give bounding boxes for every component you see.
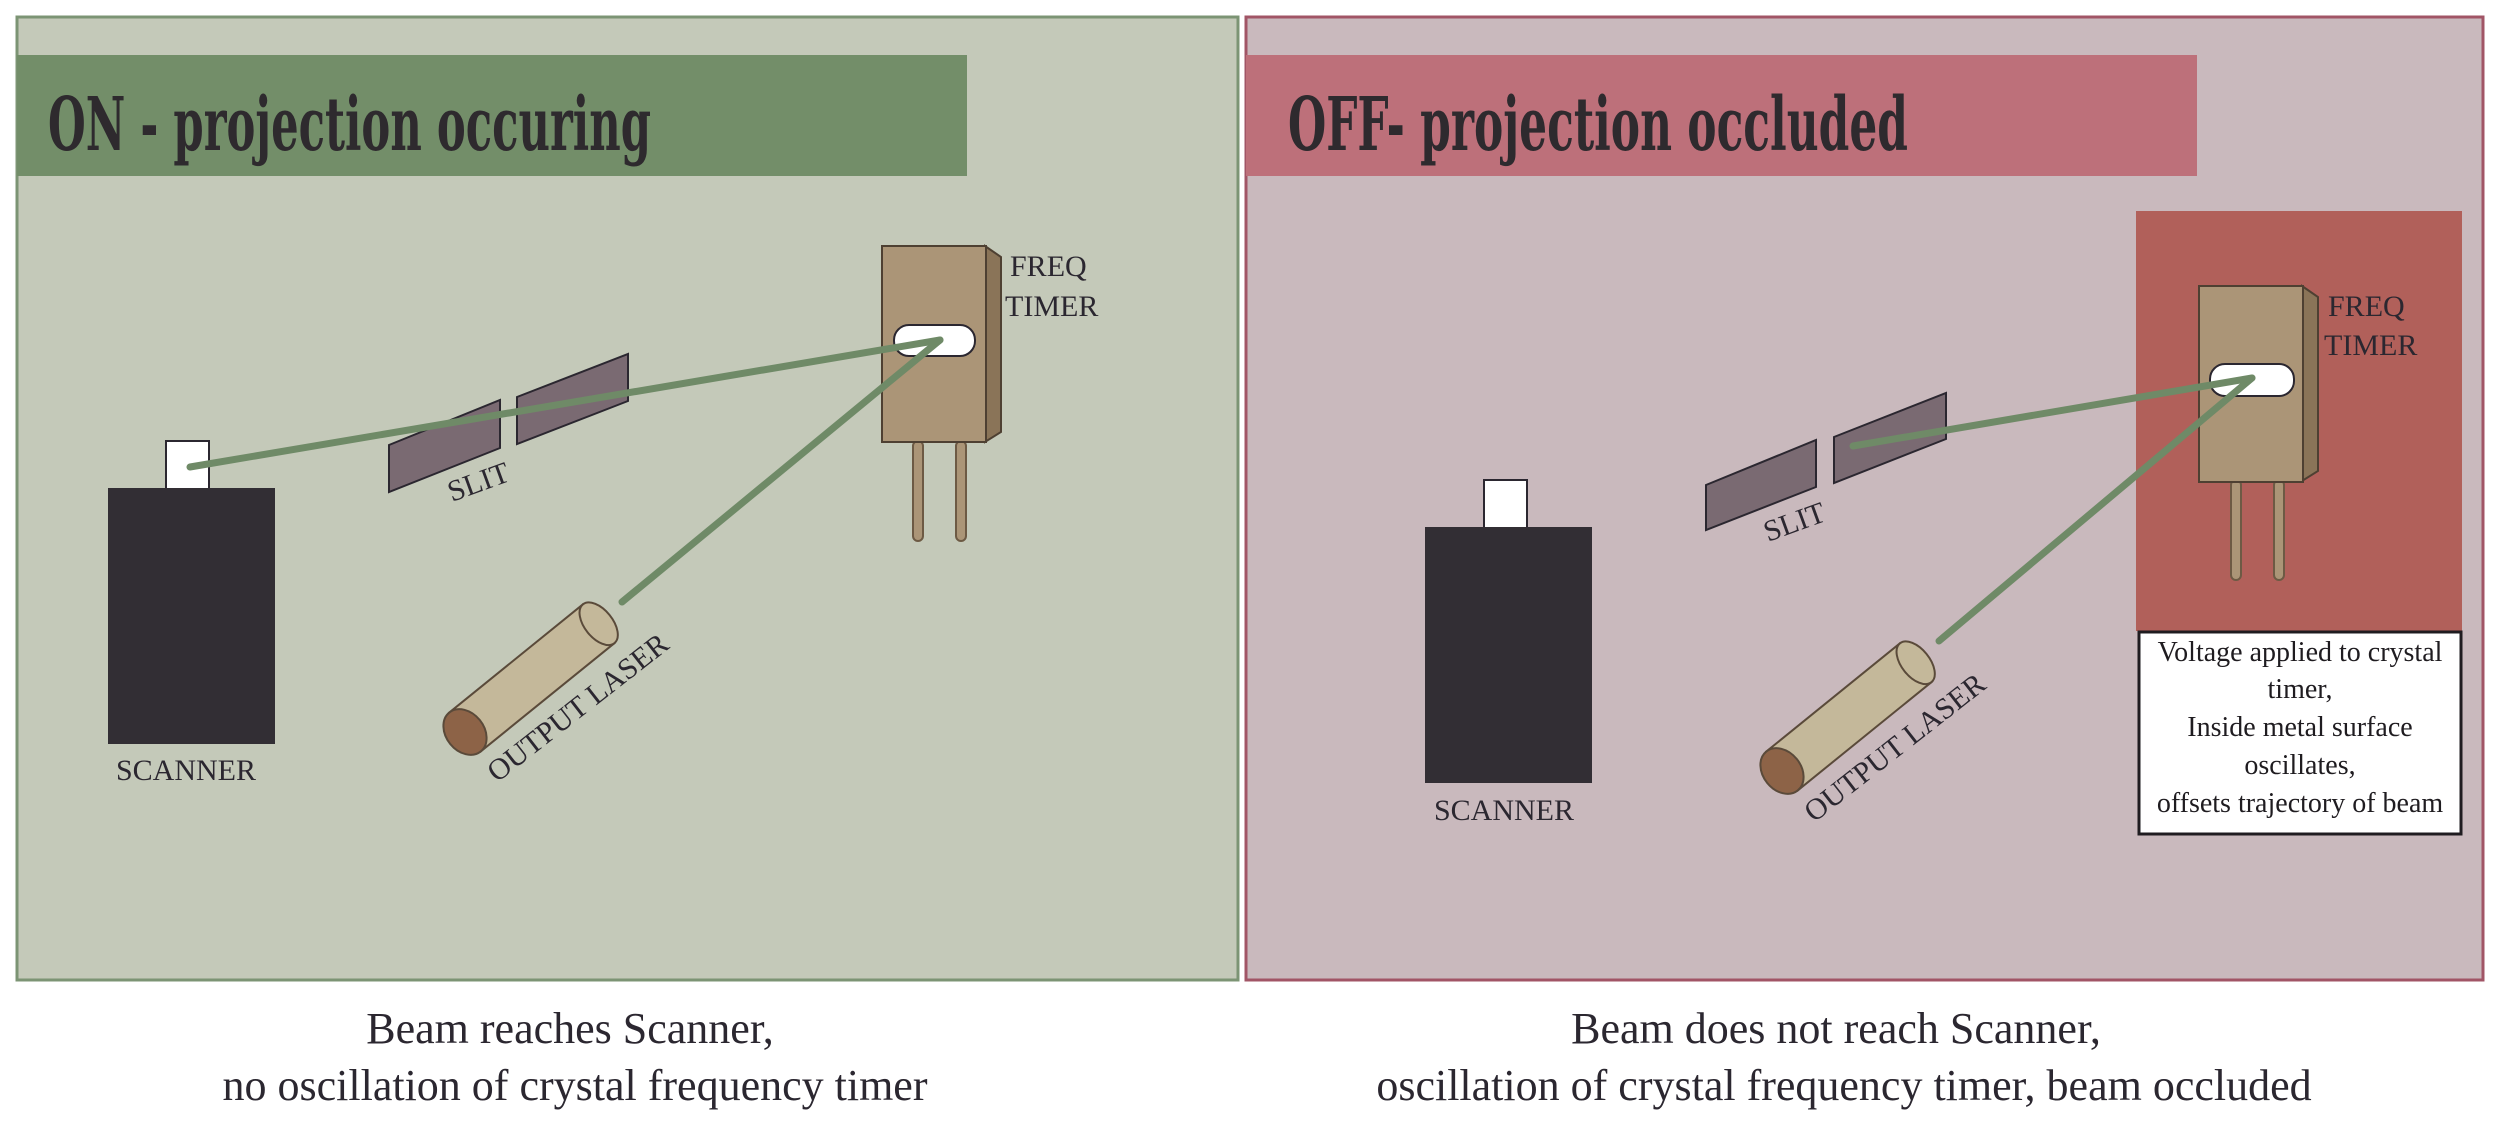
slit-plate-left xyxy=(388,398,501,494)
timer-label-freq: FREQ xyxy=(2328,290,2405,323)
beam-timer-deflected xyxy=(1849,374,2256,450)
slit-plate-left xyxy=(1705,438,1817,532)
voltage-note-line-5: offsets trajectory of beam xyxy=(2157,788,2444,819)
scanner-sensor xyxy=(1483,479,1528,529)
panel-off: OFF- projection occluded SCANNER SLIT FR… xyxy=(1244,15,2485,982)
timer-leg-left xyxy=(2230,479,2242,581)
panel-off-title: OFF- projection occluded xyxy=(1288,82,1908,168)
voltage-note-line-1: Voltage applied to crystal xyxy=(2158,637,2443,668)
voltage-note-line-2: timer, xyxy=(2268,674,2333,705)
caption-on-line-1: Beam reaches Scanner, xyxy=(366,1004,773,1053)
timer-label-freq: FREQ xyxy=(1010,250,1087,283)
scanner-body xyxy=(108,488,275,744)
caption-off-line-2: oscillation of crystal frequency timer, … xyxy=(1376,1061,2311,1110)
beam-laser-to-timer xyxy=(618,336,944,606)
panel-on-header xyxy=(17,55,967,176)
scanner-body xyxy=(1425,527,1592,783)
panel-on-title: ON - projection occuring xyxy=(48,82,651,168)
output-laser xyxy=(1759,640,1936,795)
timer-leg-right xyxy=(955,440,967,542)
voltage-note-line-4: oscillates, xyxy=(2244,750,2355,781)
timer-leg-right xyxy=(2273,479,2285,581)
timer-label-timer: TIMER xyxy=(1005,290,1098,323)
output-laser xyxy=(442,601,619,756)
beam-laser-to-timer xyxy=(1935,374,2256,645)
timer-side xyxy=(984,244,1002,444)
timer-side xyxy=(2301,284,2319,483)
panel-on: ON - projection occuring SCANNER SLIT FR… xyxy=(15,15,1240,982)
scanner-label: SCANNER xyxy=(1434,794,1574,827)
caption-off-line-1: Beam does not reach Scanner, xyxy=(1571,1004,2101,1053)
panel-off-header xyxy=(1246,55,2197,176)
scanner-label: SCANNER xyxy=(116,754,256,787)
caption-on-line-2: no oscillation of crystal frequency time… xyxy=(223,1061,928,1110)
timer-leg-left xyxy=(912,440,924,542)
beam-timer-to-scanner xyxy=(186,336,944,471)
voltage-note-line-3: Inside metal surface xyxy=(2187,712,2412,743)
voltage-note-box xyxy=(2137,630,2463,836)
timer-label-timer: TIMER xyxy=(2324,329,2417,362)
